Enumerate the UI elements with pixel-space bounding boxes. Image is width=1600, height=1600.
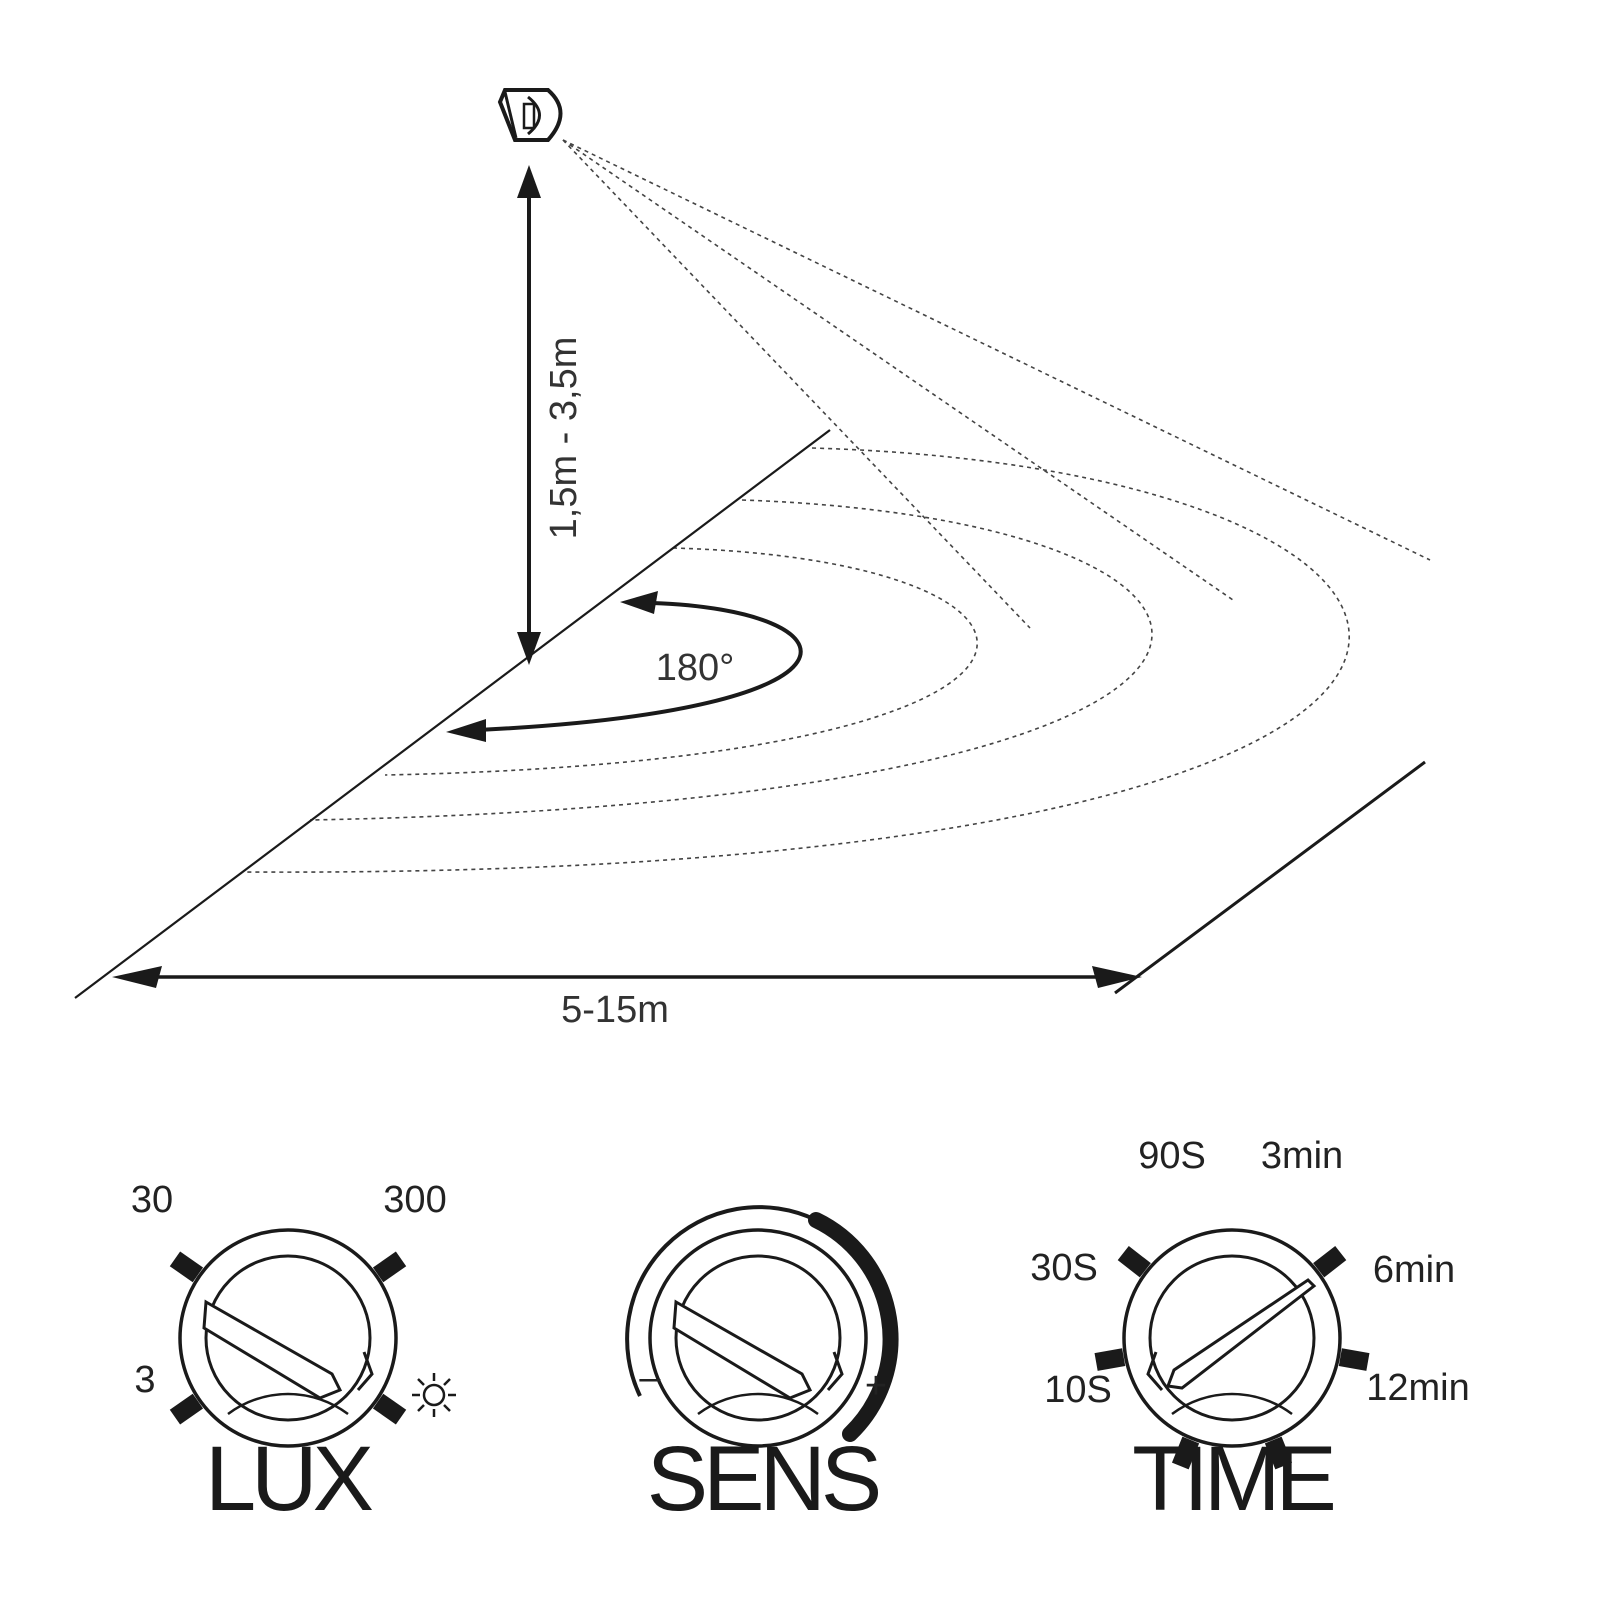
sun-icon: [412, 1373, 456, 1417]
time-tick-12min: 12min: [1366, 1367, 1470, 1409]
detection-zone-arcs: [244, 447, 1350, 873]
detection-beams: [562, 139, 1431, 629]
time-tick-90s: 90S: [1138, 1135, 1206, 1177]
width-label: 5-15m: [561, 989, 669, 1031]
time-title: TIME: [1132, 1428, 1333, 1530]
lux-dial[interactable]: [169, 1228, 407, 1448]
lux-tick-3: 3: [134, 1359, 155, 1401]
time-tick-6min: 6min: [1373, 1249, 1455, 1291]
height-dimension-arrow: [517, 165, 541, 665]
sensor-device-icon: [497, 88, 563, 142]
lux-tick-300: 300: [383, 1179, 446, 1221]
width-dimension-arrow: [112, 966, 1142, 988]
angle-arc-arrow: [446, 591, 803, 742]
time-tick-3min: 3min: [1261, 1135, 1343, 1177]
sens-title: SENS: [647, 1428, 879, 1530]
time-dial[interactable]: [1094, 1228, 1370, 1470]
height-label: 1,5m - 3,5m: [543, 337, 585, 540]
time-tick-30s: 30S: [1030, 1247, 1098, 1289]
angle-label: 180°: [656, 647, 735, 689]
lux-tick-30: 30: [131, 1179, 173, 1221]
floor-outline: [74, 429, 1426, 999]
sens-minus-label: –: [639, 1357, 661, 1399]
lux-title: LUX: [205, 1428, 373, 1530]
sens-dial[interactable]: [625, 1205, 899, 1448]
time-tick-10s: 10S: [1044, 1369, 1112, 1411]
sens-plus-label: +: [865, 1365, 887, 1407]
